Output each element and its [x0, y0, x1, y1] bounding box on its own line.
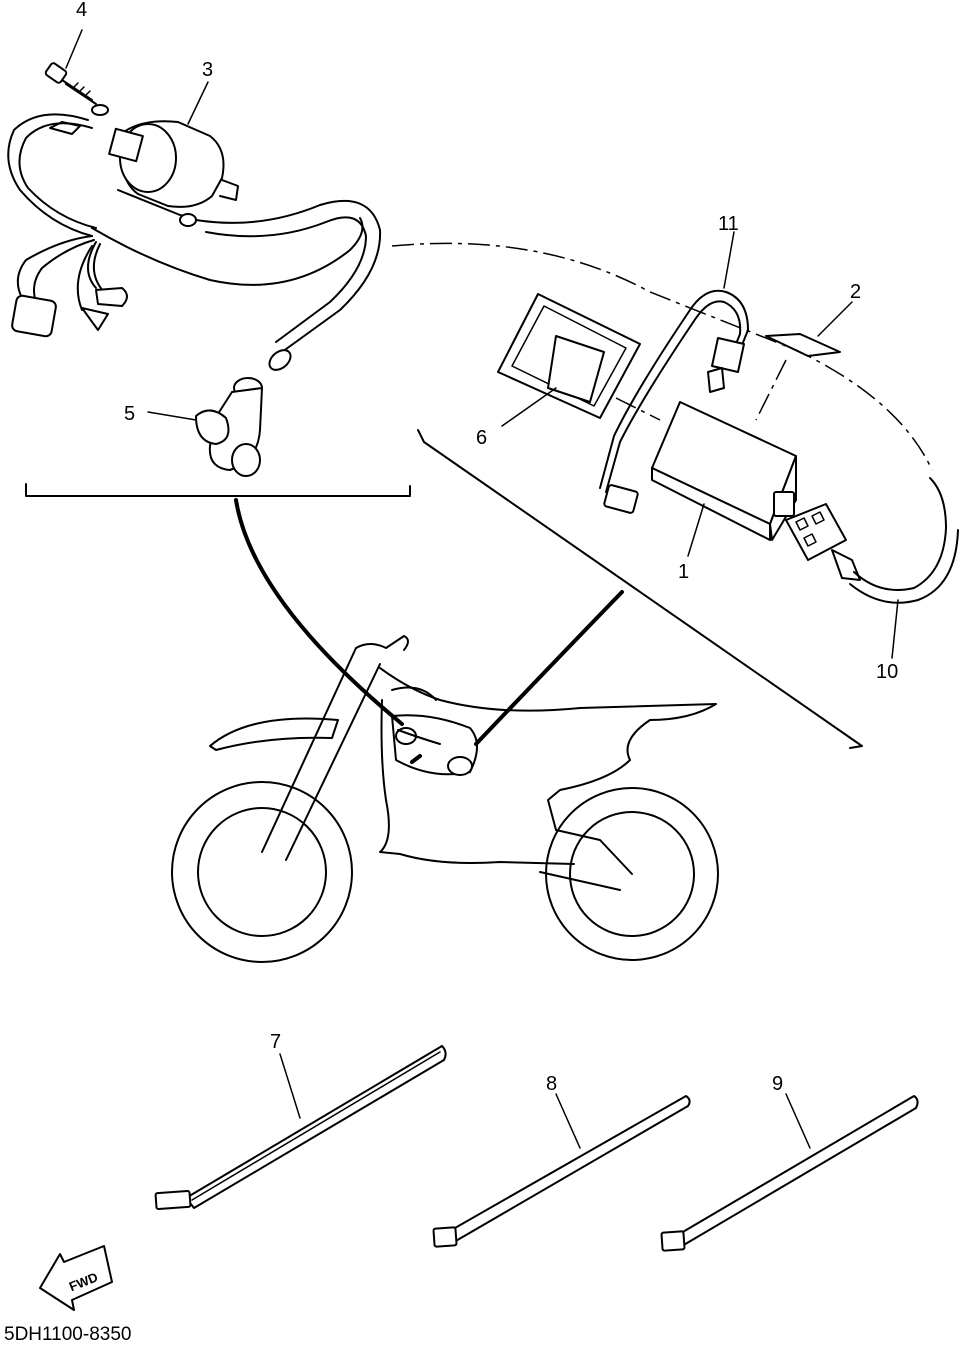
- pointer-cdi-to-bike: [474, 590, 624, 746]
- fwd-arrow-icon: FWD: [39, 1245, 113, 1311]
- callout-3: 3: [202, 59, 213, 81]
- callout-11: 11: [718, 213, 739, 235]
- cdi-assembly: [497, 289, 959, 604]
- cable-tie-9: [660, 1095, 919, 1252]
- spark-plug-cap-part: [195, 377, 263, 477]
- group-bracket-right: [417, 429, 863, 749]
- callout-1: 1: [678, 561, 689, 583]
- ignition-coil-part: [108, 120, 239, 227]
- callout-6: 6: [476, 427, 487, 449]
- callout-10: 10: [876, 661, 898, 683]
- bolt-part: [44, 62, 109, 116]
- callout-9: 9: [772, 1073, 783, 1095]
- motorcycle-illustration: [171, 635, 719, 963]
- ignition-coil-assembly: [7, 62, 382, 371]
- callout-2: 2: [850, 281, 861, 303]
- callout-7: 7: [270, 1031, 281, 1053]
- leader-lines: [65, 29, 899, 1149]
- cable-tie-8: [432, 1095, 691, 1248]
- cdi-unit-part: [651, 401, 797, 541]
- callout-8: 8: [546, 1073, 557, 1095]
- rubber-damper-part: [497, 293, 641, 419]
- group-bracket-left: [25, 483, 411, 497]
- pointer-coil-to-bike: [234, 498, 404, 726]
- strap-part: [599, 289, 749, 514]
- align-line-b: [755, 359, 787, 421]
- callout-4: 4: [76, 0, 87, 21]
- routing-line: [391, 242, 933, 471]
- callout-5: 5: [124, 403, 135, 425]
- align-line-a: [615, 397, 661, 421]
- part-code: 5DH1100-8350: [4, 1324, 131, 1345]
- cable-tie-7: [154, 1045, 447, 1211]
